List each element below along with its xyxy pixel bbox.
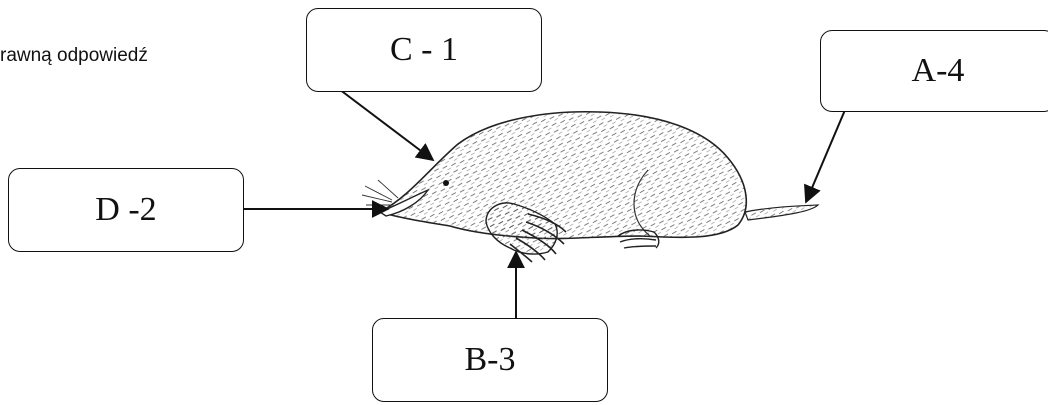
mole-snout: [378, 188, 430, 217]
mole-body: [377, 110, 747, 240]
arrow-a: [804, 109, 846, 204]
label-box-b: B-3: [372, 318, 608, 402]
instruction-text: rawną odpowiedź: [0, 45, 148, 66]
label-box-a: A-4: [820, 30, 1048, 112]
arrow-c: [334, 85, 435, 162]
front-paw: [485, 202, 558, 255]
mole-eye: [443, 180, 449, 186]
label-box-c: C - 1: [306, 8, 542, 92]
label-box-d: D -2: [8, 168, 244, 252]
hind-paw: [617, 229, 660, 249]
whiskers: [361, 179, 399, 206]
mole-tail: [744, 204, 820, 221]
front-claws: [509, 213, 567, 263]
